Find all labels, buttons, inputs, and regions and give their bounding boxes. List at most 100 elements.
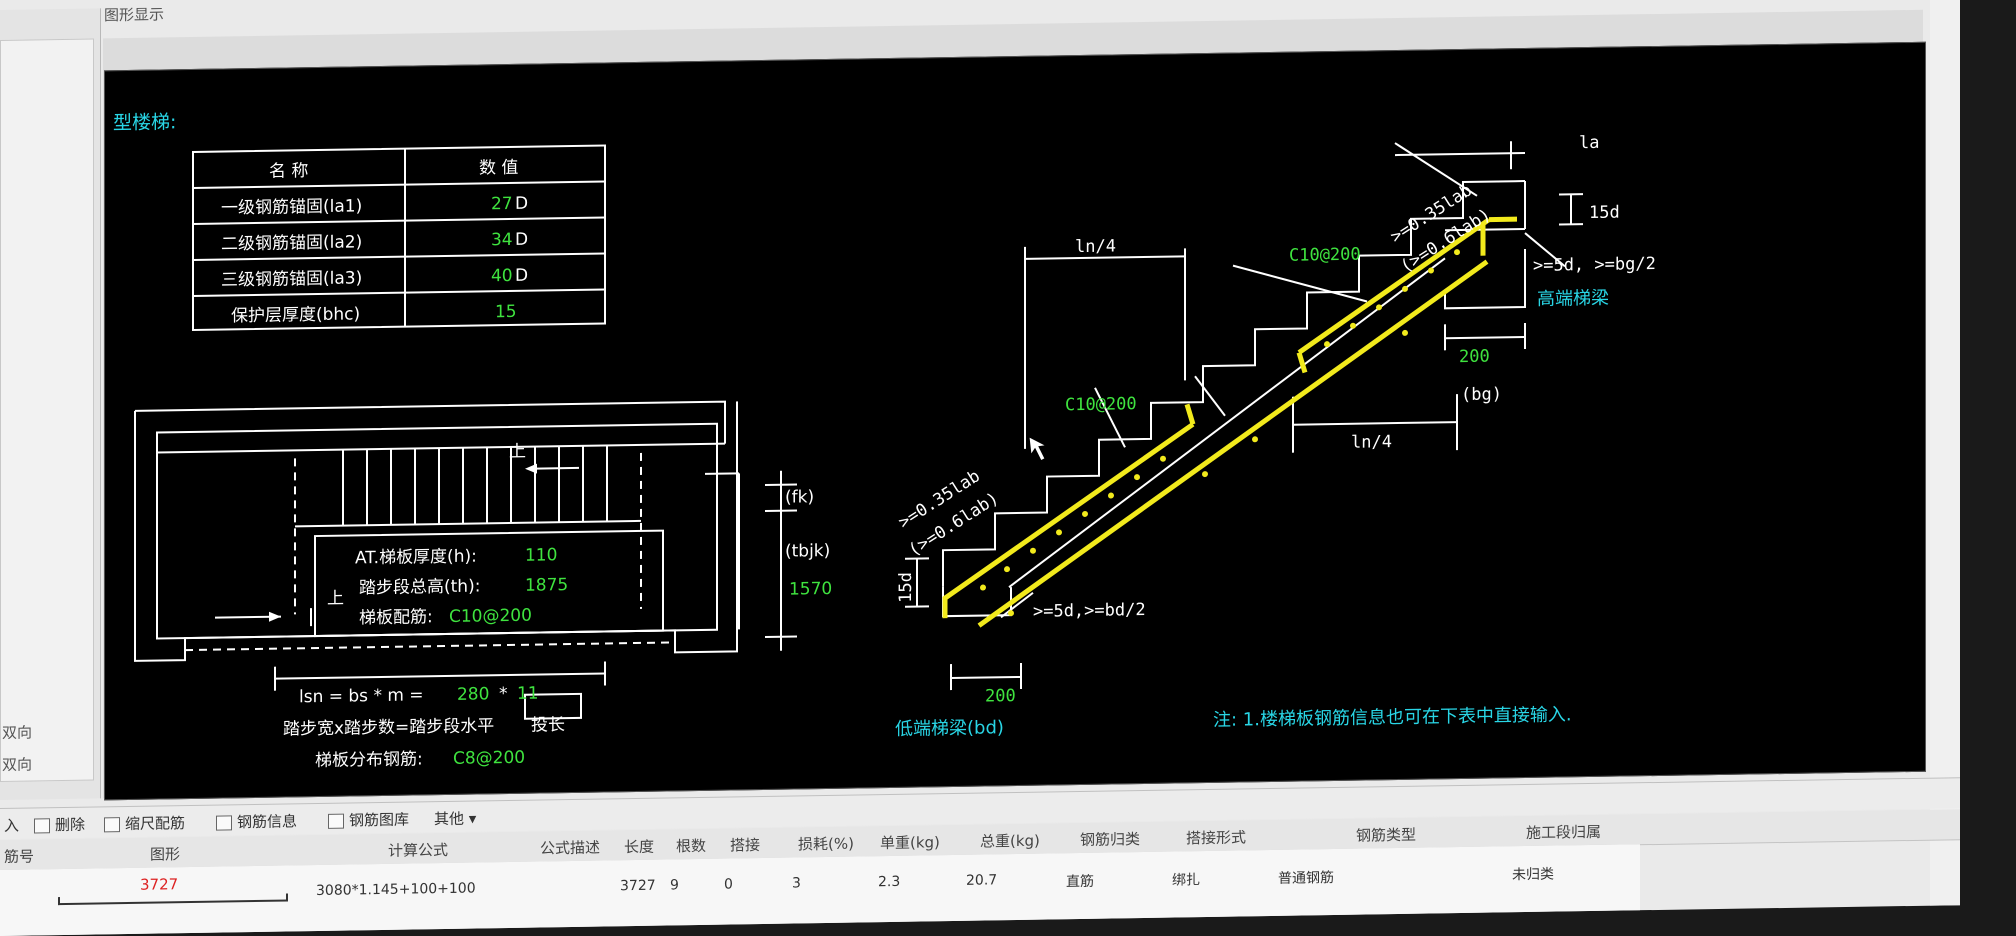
plan-thickness-value: 110 bbox=[525, 545, 557, 566]
table-row-unit: D bbox=[515, 230, 528, 250]
col-header[interactable]: 长度 bbox=[624, 837, 655, 857]
ln4-top-label: ln/4 bbox=[1075, 236, 1116, 257]
d15-right-label: 15d bbox=[1589, 203, 1620, 223]
plan-lsn-formula: lsn = bs * m = bbox=[299, 685, 424, 707]
screen: 双向 双向 图形显示 型楼梯: 名 称 数 值 一级钢筋锚固(la1) 27 D bbox=[0, 0, 1960, 936]
right-scroll-strip[interactable] bbox=[1930, 0, 1960, 906]
d15-left-label: 15d bbox=[896, 572, 916, 603]
rebar-shape-preview[interactable]: 3727 bbox=[58, 871, 298, 915]
col-header[interactable]: 钢筋类型 bbox=[1356, 825, 1417, 845]
panel-title: 图形显示 bbox=[104, 6, 165, 25]
table-row-unit: D bbox=[515, 266, 528, 286]
cad-drawing-canvas[interactable]: 型楼梯: 名 称 数 值 一级钢筋锚固(la1) 27 D 二级钢筋锚固(la2… bbox=[104, 41, 1926, 801]
low-embed-label: >=5d,>=bd/2 bbox=[1033, 600, 1146, 622]
table-row-name: 一级钢筋锚固(la1) bbox=[221, 196, 362, 218]
bg-label: (bg) bbox=[1461, 384, 1502, 405]
rebar-library-label: 钢筋图库 bbox=[349, 810, 410, 830]
plan-height-value: 1875 bbox=[525, 575, 568, 596]
col-header[interactable]: 搭接 bbox=[730, 836, 761, 855]
info-icon bbox=[216, 815, 232, 831]
cell-loss[interactable]: 3 bbox=[792, 875, 801, 892]
table-header-value: 数 值 bbox=[479, 158, 518, 179]
high-embed-label: >=5d, >=bg/2 bbox=[1533, 254, 1656, 276]
scale-rebar-label: 缩尺配筋 bbox=[125, 814, 186, 834]
mouse-cursor-icon bbox=[1028, 435, 1048, 462]
other-menu[interactable]: 其他 ▾ bbox=[434, 808, 476, 830]
plan-tbjk-label: (tbjk) bbox=[785, 541, 830, 562]
left-label: 双向 bbox=[2, 755, 33, 774]
cell-stage[interactable]: 未归类 bbox=[1512, 866, 1554, 884]
chevron-down-icon: ▾ bbox=[468, 809, 477, 828]
delete-label: 删除 bbox=[55, 815, 86, 835]
library-icon bbox=[328, 813, 344, 829]
table-header-name: 名 称 bbox=[269, 161, 308, 182]
col-header[interactable]: 图形 bbox=[150, 845, 181, 864]
cell-total-weight[interactable]: 20.7 bbox=[966, 872, 998, 889]
low-beam-width: 200 bbox=[985, 686, 1016, 706]
plan-dist-label: 梯板分布钢筋: bbox=[315, 749, 423, 771]
cell-length[interactable]: 3727 bbox=[620, 877, 656, 895]
cell-rebar-type[interactable]: 普通钢筋 bbox=[1278, 870, 1334, 887]
table-row-value: 34 bbox=[491, 230, 513, 250]
rebar-distribution-dots bbox=[980, 249, 1460, 617]
table-row-value: 40 bbox=[491, 266, 513, 286]
plan-up-label: 上 bbox=[509, 442, 526, 462]
col-header[interactable]: 筋号 bbox=[4, 847, 35, 866]
plan-m-value: 11 bbox=[517, 684, 539, 704]
cell-lap[interactable]: 0 bbox=[724, 876, 733, 893]
left-panel-inner bbox=[0, 38, 94, 783]
table-row-name: 保护层厚度(bhc) bbox=[231, 304, 360, 326]
delete-button[interactable]: 删除 bbox=[34, 814, 85, 836]
cell-lap-form[interactable]: 绑扎 bbox=[1172, 872, 1200, 889]
table-row-name: 二级钢筋锚固(la2) bbox=[221, 232, 362, 254]
table-row-name: 三级钢筋锚固(la3) bbox=[221, 268, 362, 290]
plan-rebar-value: C10@200 bbox=[449, 606, 532, 627]
col-header[interactable]: 根数 bbox=[676, 836, 707, 856]
cell-unit-weight[interactable]: 2.3 bbox=[878, 873, 901, 891]
drawing-heading: 型楼梯: bbox=[113, 111, 176, 134]
rebar-library-button[interactable]: 钢筋图库 bbox=[328, 809, 409, 831]
plan-up-label-2: 上 bbox=[327, 589, 344, 609]
table-row-unit: D bbox=[515, 194, 528, 214]
rebar-bottom-label: C10@200 bbox=[1065, 394, 1137, 415]
cell-formula[interactable]: 3080*1.145+100+100 bbox=[316, 880, 476, 900]
col-header[interactable]: 施工段归属 bbox=[1526, 822, 1602, 843]
col-header[interactable]: 总重(kg) bbox=[980, 831, 1040, 851]
insert-button[interactable]: 入 bbox=[4, 816, 20, 835]
rebar-shape-line bbox=[58, 899, 288, 906]
ruler-icon bbox=[104, 817, 120, 833]
col-header[interactable]: 公式描述 bbox=[540, 838, 601, 858]
svg-text:*: * bbox=[499, 684, 507, 704]
cell-count[interactable]: 9 bbox=[670, 877, 679, 894]
plan-dist-value: C8@200 bbox=[453, 748, 525, 769]
rebar-info-button[interactable]: 钢筋信息 bbox=[216, 810, 297, 832]
plan-tbjk-value: 1570 bbox=[789, 579, 832, 600]
stair-plan bbox=[134, 400, 797, 720]
plan-rebar-label: 梯板配筋: bbox=[359, 607, 433, 628]
col-header[interactable]: 钢筋归类 bbox=[1080, 830, 1141, 850]
plan-bs-value: 280 bbox=[457, 684, 489, 705]
shape-length: 3727 bbox=[140, 875, 179, 894]
plan-caption-box: 投长 bbox=[531, 715, 565, 736]
delete-icon bbox=[34, 818, 50, 834]
high-beam-width: 200 bbox=[1459, 347, 1490, 367]
other-label: 其他 bbox=[434, 809, 465, 829]
ln4-right-label: ln/4 bbox=[1351, 432, 1392, 453]
rebar-info-label: 钢筋信息 bbox=[237, 812, 298, 832]
cell-category[interactable]: 直筋 bbox=[1066, 873, 1094, 891]
col-header[interactable]: 损耗(%) bbox=[798, 834, 854, 854]
col-header[interactable]: 计算公式 bbox=[388, 840, 449, 860]
left-label: 双向 bbox=[2, 723, 33, 742]
plan-caption: 踏步宽x踏步数=踏步段水平 bbox=[283, 716, 494, 739]
table-row-value: 27 bbox=[491, 194, 513, 214]
anchorage-table bbox=[192, 144, 606, 331]
scale-rebar-button[interactable]: 缩尺配筋 bbox=[104, 812, 185, 834]
col-header[interactable]: 搭接形式 bbox=[1186, 828, 1247, 848]
high-beam-label: 高端梯梁 bbox=[1537, 288, 1609, 310]
plan-height-label: 踏步段总高(th): bbox=[359, 576, 480, 598]
rebar-top-label: C10@200 bbox=[1289, 245, 1361, 266]
rebar-top-bar bbox=[942, 216, 1517, 628]
low-beam-label: 低端梯梁(bd) bbox=[895, 717, 1004, 740]
la-label: la bbox=[1579, 133, 1599, 153]
col-header[interactable]: 单重(kg) bbox=[880, 833, 940, 853]
